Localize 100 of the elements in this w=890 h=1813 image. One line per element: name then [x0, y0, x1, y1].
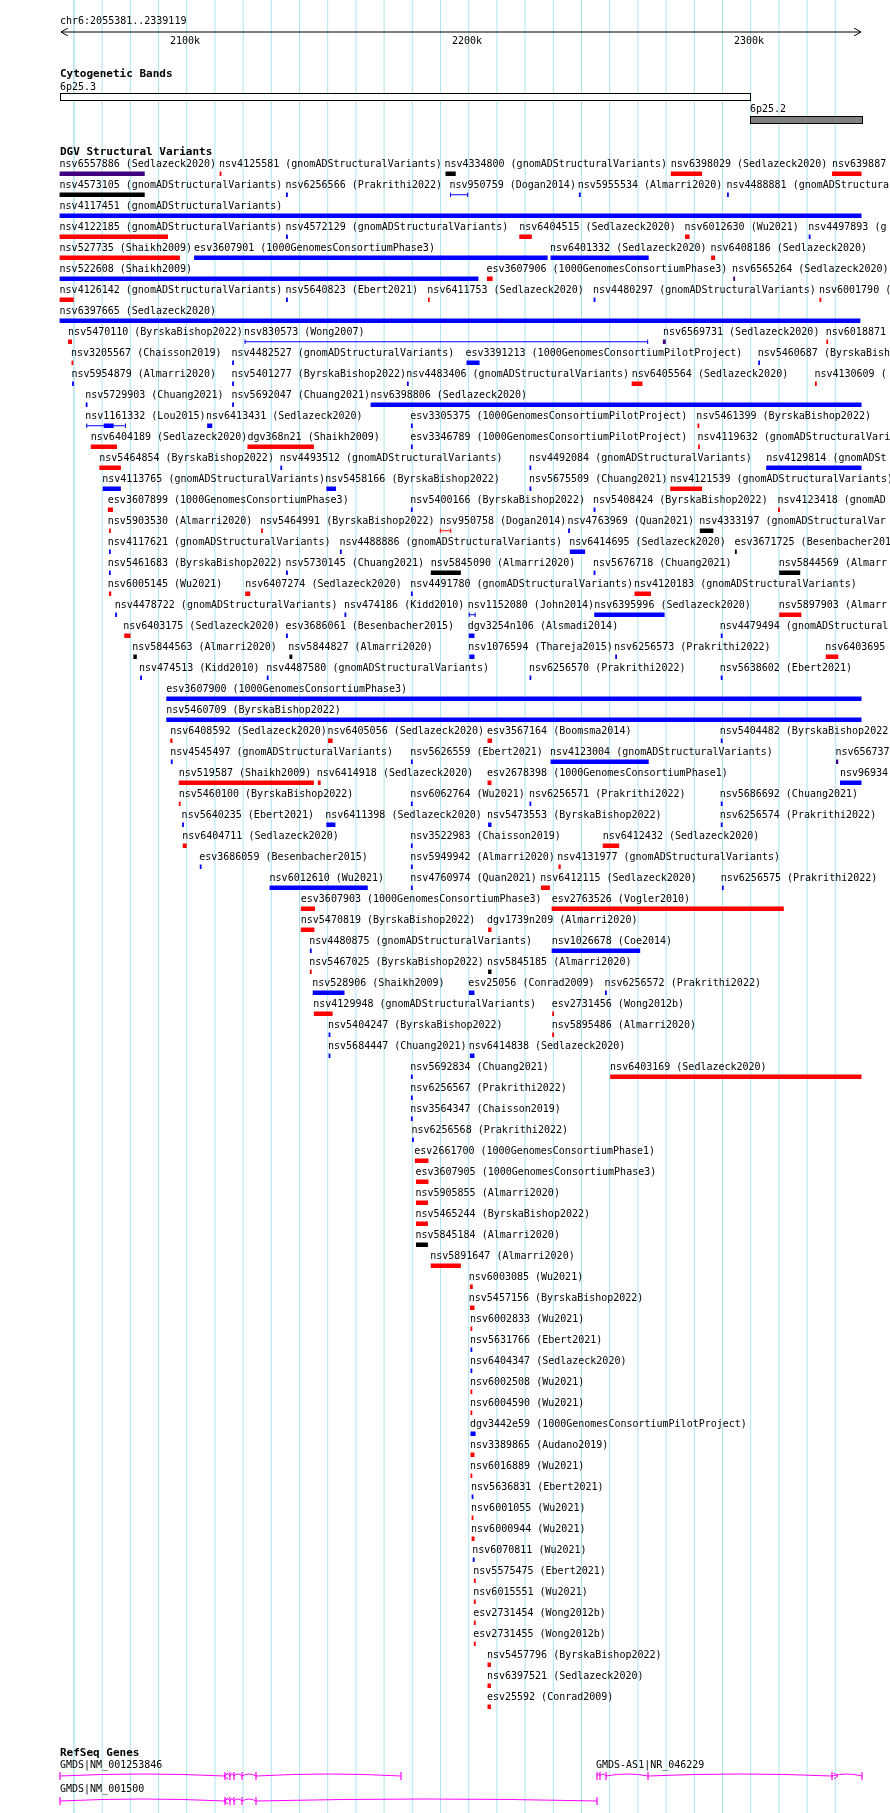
variant-label: nsv6256568 (Prakrithi2022) [411, 1124, 568, 1136]
variant-label: esv3607905 (1000GenomesConsortiumPhase3) [415, 1166, 657, 1178]
variant-label: esv25056 (Conrad2009) [468, 977, 595, 989]
variant-label: nsv4497893 (g [808, 221, 887, 233]
variant-label: nsv519587 (Shaikh2009) [178, 767, 312, 779]
gene-label: GMDS|NM_001500 [60, 1783, 145, 1795]
variant-label: nsv6407274 (Sedlazeck2020) [245, 578, 402, 590]
variant-label: nsv6256570 (Prakrithi2022) [528, 662, 686, 674]
variant-label: nsv6404347 (Sedlazeck2020) [469, 1355, 627, 1367]
variant-label: nsv5845184 (Almarri2020) [415, 1229, 560, 1241]
variant-label: nsv5461399 (ByrskaBishop2022) [696, 410, 871, 422]
variant-label: nsv5897903 (Almarr [778, 599, 888, 611]
variant-label: nsv3205567 (Chaisson2019) [70, 347, 222, 359]
variant-label: nsv5844569 (Almarr [778, 557, 888, 569]
variant-label: nsv639887 [832, 158, 887, 170]
variant-label: nsv5676718 (Chuang2021) [593, 557, 732, 569]
variant-label: nsv5464991 (ByrskaBishop2022) [259, 515, 435, 527]
variant-label: nsv6404515 (Sedlazeck2020) [519, 221, 676, 233]
variant-label: nsv3522983 (Chaisson2019) [410, 830, 561, 842]
variant-label: nsv5949942 (Almarri2020) [410, 851, 555, 863]
track-title: RefSeq Genes [60, 1747, 140, 1759]
variant-label: nsv4130609 ( [814, 368, 887, 380]
tick-label: 2100k [170, 35, 201, 47]
variant-label: nsv5692834 (Chuang2021) [410, 1061, 549, 1073]
variant-label: nsv6411398 (Sedlazeck2020) [325, 809, 482, 821]
variant-label: nsv4488881 (gnomADStructura [726, 179, 889, 191]
variant-label: esv3346789 (1000GenomesConsortiumPilotProject) [410, 431, 688, 443]
variant-label: esv3607901 (1000GenomesConsortiumPhase3) [194, 242, 435, 254]
variant-label: esv2731456 (Wong2012b) [551, 998, 685, 1010]
variant-label: nsv6003085 (Wu2021) [468, 1271, 584, 1283]
variant-label: nsv4131977 (gnomADStructuralVariants) [557, 851, 781, 863]
variant-label: nsv5729903 (Chuang2021) [85, 389, 224, 401]
variant-label: nsv527735 (Shaikh2009) [59, 242, 193, 254]
variant-label: nsv6004590 (Wu2021) [469, 1397, 585, 1409]
variant-label: nsv6256567 (Prakrithi2022) [410, 1082, 567, 1094]
variant-label: nsv6413431 (Sedlazeck2020) [206, 410, 363, 422]
variant-label: nsv5905855 (Almarri2020) [415, 1187, 560, 1199]
variant-label: nsv6012610 (Wu2021) [269, 872, 384, 884]
variant-label: nsv5895486 (Almarri2020) [551, 1019, 697, 1031]
variant-label: nsv5675509 (Chuang2021) [528, 473, 668, 485]
variant-label: nsv5460100 (ByrskaBishop2022) [178, 788, 354, 800]
variant-label: nsv4478722 (gnomADStructuralVariants) [114, 599, 338, 611]
variant-label: nsv4121539 (gnomADStructuralVariants) [670, 473, 890, 485]
variant-label: esv3607899 (1000GenomesConsortiumPhase3) [107, 494, 349, 506]
variant-label: nsv6256575 (Prakrithi2022) [720, 872, 878, 884]
variant-label: nsv6403175 (Sedlazeck2020) [123, 620, 280, 632]
variant-label: nsv5955534 (Almarri2020) [577, 179, 723, 191]
variant-label: nsv4122185 (gnomADStructuralVariants) [59, 221, 283, 233]
variant-label: nsv6005145 (Wu2021) [107, 578, 223, 590]
variant-label: nsv4483406 (gnomADStructuralVariants) [406, 368, 630, 380]
variant-label: dgv3254n106 (Alsmadi2014) [467, 620, 619, 632]
variant-label: esv2763526 (Vogler2010) [551, 893, 691, 905]
variant-label: nsv5844563 (Almarri2020) [132, 641, 277, 653]
variant-label: nsv5404247 (ByrskaBishop2022) [328, 1019, 503, 1031]
variant-label: nsv6401332 (Sedlazeck2020) [549, 242, 707, 254]
variant-label: nsv6557886 (Sedlazeck2020) [59, 158, 217, 170]
variant-label: nsv4117451 (gnomADStructuralVariants) [59, 200, 283, 212]
variant-label: nsv4492084 (gnomADStructuralVariants) [528, 452, 752, 464]
variant-label: esv2678398 (1000GenomesConsortiumPhase1) [486, 767, 728, 779]
variant-label: nsv6414838 (Sedlazeck2020) [468, 1040, 626, 1052]
variant-label: nsv6412115 (Sedlazeck2020) [540, 872, 697, 884]
variant-label: nsv4545497 (gnomADStructuralVariants) [170, 746, 393, 758]
variant-label: nsv5400166 (ByrskaBishop2022) [410, 494, 585, 506]
variant-label: nsv950758 (Dogan2014) [439, 515, 567, 527]
variant-label: nsv4119632 (gnomADStructuralVari [697, 431, 890, 443]
variant-label: esv2731455 (Wong2012b) [473, 1628, 606, 1640]
variant-label: esv3607903 (1000GenomesConsortiumPhase3) [300, 893, 542, 905]
variant-label: nsv4334800 (gnomADStructuralVariants) [444, 158, 668, 170]
variant-label: nsv5470110 (ByrskaBishop2022) [68, 326, 243, 338]
variant-label: esv3305375 (1000GenomesConsortiumPilotProject) [410, 410, 688, 422]
variant-label: esv2661700 (1000GenomesConsortiumPhase1) [414, 1145, 656, 1157]
variant-label: nsv5631766 (Ebert2021) [469, 1334, 603, 1346]
variant-label: nsv4491780 (gnomADStructuralVariants) [410, 578, 634, 590]
variant-label: nsv6405564 (Sedlazeck2020) [631, 368, 789, 380]
variant-label: nsv6002833 (Wu2021) [469, 1313, 585, 1325]
variant-label: nsv950759 (Dogan2014) [449, 179, 576, 191]
variant-label: nsv6002508 (Wu2021) [469, 1376, 585, 1388]
variant-label: nsv5461683 (ByrskaBishop2022) [107, 557, 283, 569]
variant-label: esv3686061 (Besenbacher2015) [285, 620, 455, 632]
variant-label: nsv6404711 (Sedlazeck2020) [182, 830, 339, 842]
variant-label: nsv6404189 (Sedlazeck2020) [90, 431, 248, 443]
variant-label: nsv474513 (Kidd2010) [139, 662, 260, 674]
variant-label: nsv6408186 (Sedlazeck2020) [710, 242, 868, 254]
variant-label: dgv1739n209 (Almarri2020) [486, 914, 638, 926]
variant-label: nsv5954879 (Almarri2020) [71, 368, 216, 380]
variant-label: nsv5845185 (Almarri2020) [486, 956, 632, 968]
variant-label: nsv5903530 (Almarri2020) [107, 515, 253, 527]
variant-label: nsv5684447 (Chuang2021) [328, 1040, 467, 1052]
variant-label: nsv6012630 (Wu2021) [684, 221, 799, 233]
variant-label: nsv5465244 (ByrskaBishop2022) [415, 1208, 591, 1220]
band-label: 6p25.2 [750, 103, 787, 115]
variant-label: nsv5686692 (Chuang2021) [719, 788, 859, 800]
variant-label: nsv5730145 (Chuang2021) [285, 557, 424, 569]
variant-label: nsv6256574 (Prakrithi2022) [719, 809, 877, 821]
variant-label: nsv528906 (Shaikh2009) [312, 977, 445, 989]
variant-label: nsv5575475 (Ebert2021) [473, 1565, 606, 1577]
variant-label: esv3671725 (Besenbacher201 [734, 536, 890, 548]
track-title: DGV Structural Variants [60, 146, 213, 158]
variant-label: nsv6403695 [825, 641, 886, 653]
variant-label: nsv6397521 (Sedlazeck2020) [486, 1670, 644, 1682]
